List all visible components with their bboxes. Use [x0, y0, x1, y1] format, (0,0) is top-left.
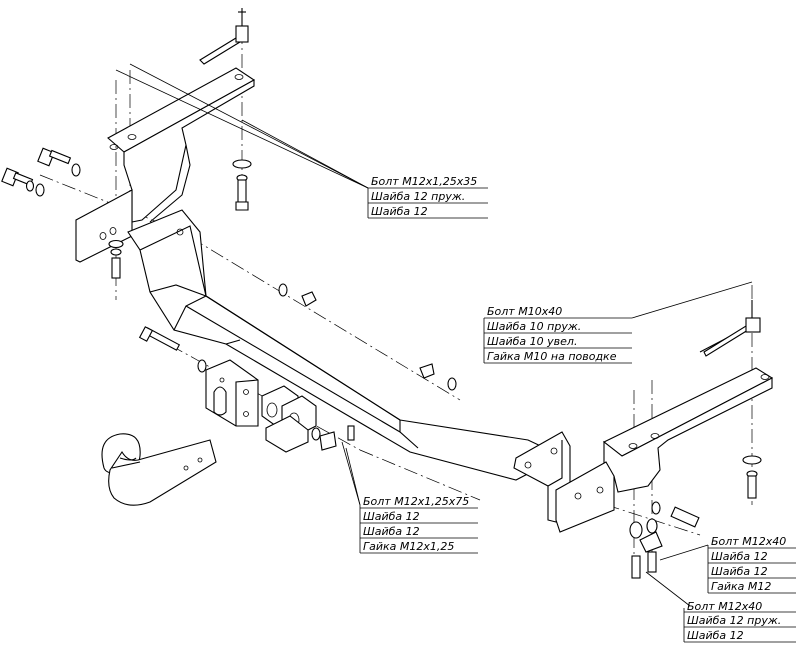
callout-top-line-1: Болт М12х1,25х35 — [371, 175, 477, 188]
callout-center-line-4: Гайка М12х1,25 — [363, 540, 454, 553]
leader-lines — [115, 63, 753, 607]
callout-top-line-2: Шайба 12 пруж. — [371, 190, 465, 203]
callout-rbb-line-2: Шайба 12 пруж. — [687, 614, 781, 627]
callout-right-bottom-b: Болт М12х40 Шайба 12 пруж. Шайба 12 — [683, 600, 796, 643]
callout-rba-line-3: Шайба 12 — [711, 565, 768, 578]
tow-ball — [101, 433, 217, 506]
callout-center-line-1: Болт М12х1,25х75 — [363, 495, 469, 508]
callout-right-bracket: Болт М10х40 Шайба 10 пруж. Шайба 10 увел… — [483, 305, 632, 364]
callout-right-line-4: Гайка М10 на поводке — [487, 350, 617, 363]
top-tie-strap — [199, 8, 249, 65]
callout-right-line-1: Болт М10х40 — [487, 305, 562, 318]
callout-rbb-line-3: Шайба 12 — [687, 629, 744, 642]
bolt-stack-left — [1, 147, 124, 279]
bolt-stack-right — [629, 455, 762, 579]
callout-rbb-line-1: Болт М12х40 — [687, 600, 762, 613]
callout-rba-line-4: Гайка М12 — [711, 580, 771, 593]
callout-top-bolts: Болт М12х1,25х35 Шайба 12 пруж. Шайба 12 — [367, 175, 488, 219]
callout-rba-line-1: Болт М12х40 — [711, 535, 786, 548]
left-mounting-bracket — [75, 67, 256, 263]
callout-center-line-2: Шайба 12 — [363, 510, 420, 523]
callout-right-bottom-a: Болт М12х40 Шайба 12 Шайба 12 Гайка М12 — [707, 535, 796, 594]
socket-plate — [205, 359, 259, 427]
bolt-stack-top — [232, 159, 252, 211]
callout-center-line-3: Шайба 12 — [363, 525, 420, 538]
callout-rba-line-2: Шайба 12 — [711, 550, 768, 563]
ball-mount-lugs — [261, 385, 317, 453]
callout-right-line-2: Шайба 10 пруж. — [487, 320, 581, 333]
right-mounting-bracket — [555, 367, 774, 533]
right-tie-strap — [699, 300, 761, 357]
callout-center-bottom: Болт М12х1,25х75 Шайба 12 Шайба 12 Гайка… — [359, 495, 478, 554]
callout-top-line-3: Шайба 12 — [371, 205, 428, 218]
callout-right-line-3: Шайба 10 увел. — [487, 335, 577, 348]
bolt-stack-center — [138, 283, 457, 451]
